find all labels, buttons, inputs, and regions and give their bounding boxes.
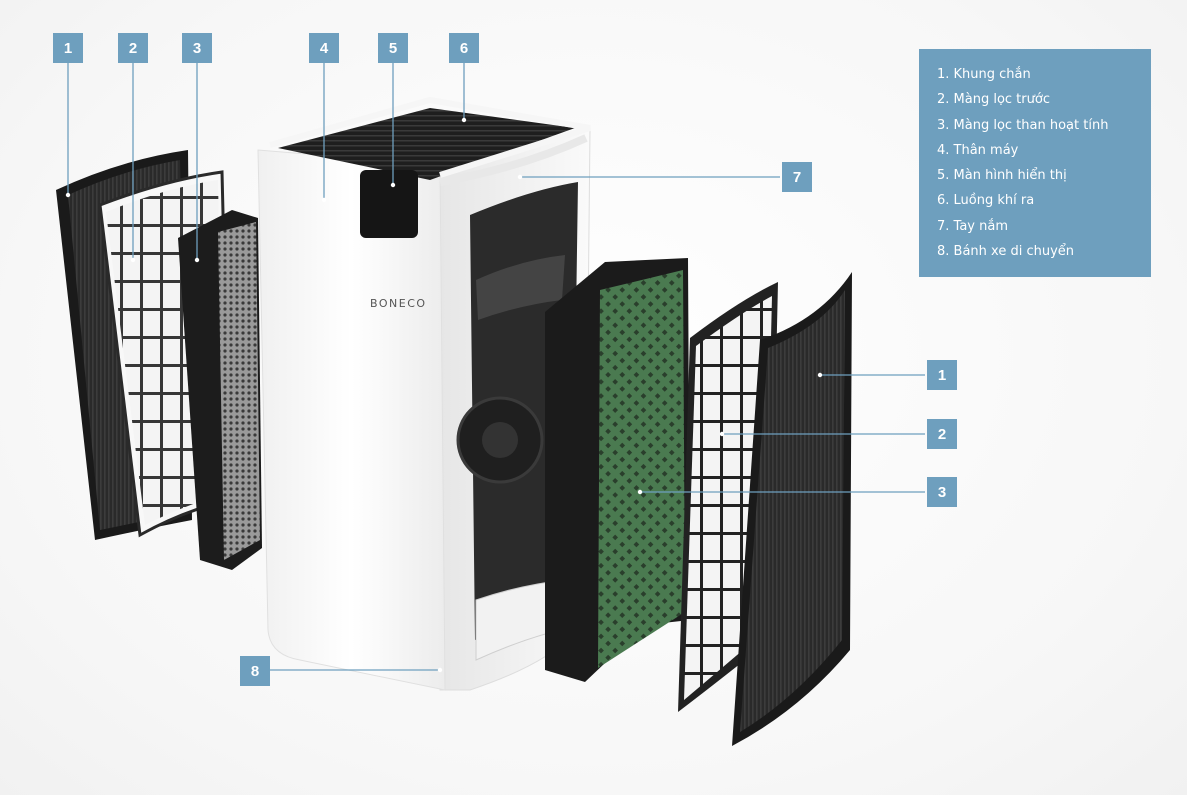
legend-item: 2. Màng lọc trước: [937, 92, 1050, 108]
left-carbon-filter: [178, 210, 262, 570]
main-body: [257, 96, 591, 691]
callout-tag-8: 8: [240, 656, 270, 686]
callout-tag-7: 7: [782, 162, 812, 192]
legend-item: 5. Màn hình hiển thị: [937, 168, 1067, 184]
callout-tag-2: 2: [118, 33, 148, 63]
legend-item: 6. Luồng khí ra: [937, 193, 1035, 209]
callout-tag-right-1: 1: [927, 360, 957, 390]
callout-tag-right-3: 3: [927, 477, 957, 507]
display-screen: [360, 170, 418, 238]
callout-tag-6: 6: [449, 33, 479, 63]
callout-tag-right-2: 2: [927, 419, 957, 449]
legend-item: 4. Thân máy: [937, 142, 1019, 158]
legend-item: 7. Tay nắm: [937, 218, 1008, 234]
legend-item: 3. Màng lọc than hoạt tính: [937, 117, 1109, 133]
right-carbon-filter: [545, 258, 690, 682]
legend-box: 1. Khung chắn 2. Màng lọc trước 3. Màng …: [919, 49, 1151, 277]
callout-tag-5: 5: [378, 33, 408, 63]
legend-item: 8. Bánh xe di chuyển: [937, 244, 1075, 260]
leader-lines: [67, 63, 925, 671]
callout-tag-3: 3: [182, 33, 212, 63]
legend-item: 1. Khung chắn: [937, 67, 1031, 82]
brand-logo: BONECO: [370, 297, 427, 310]
callout-tag-1: 1: [53, 33, 83, 63]
leader-dots: [65, 117, 823, 673]
right-front-frame: [732, 272, 852, 746]
callout-tag-4: 4: [309, 33, 339, 63]
